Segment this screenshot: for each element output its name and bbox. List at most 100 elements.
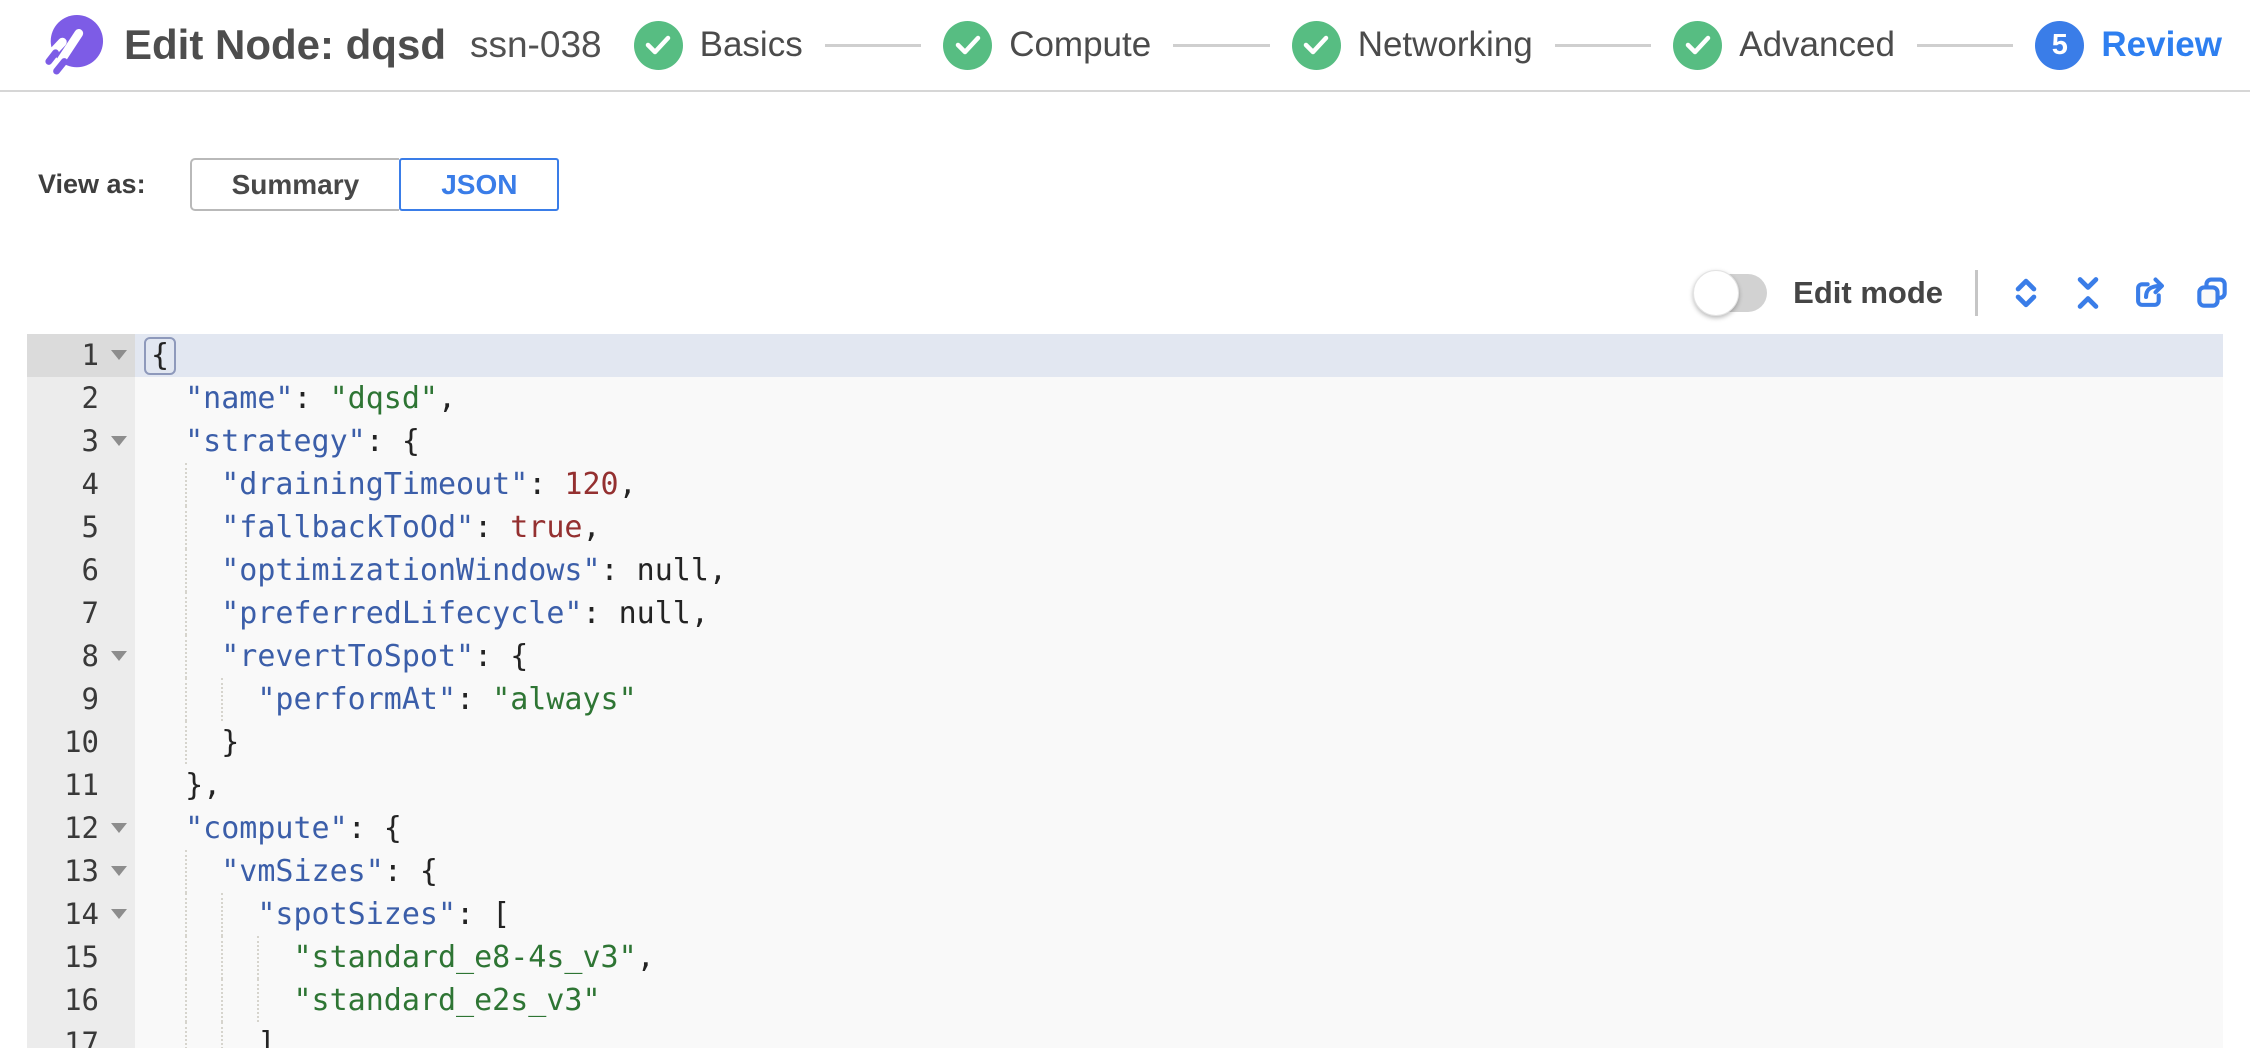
code-line[interactable]: },: [135, 764, 2223, 807]
indent-guide: [185, 506, 188, 549]
gutter-line-number[interactable]: 13: [27, 850, 135, 893]
gutter-line-number[interactable]: 4: [81, 467, 99, 501]
code-token: "spotSizes": [257, 897, 457, 932]
step-number: 5: [2035, 20, 2085, 70]
gutter-line-number[interactable]: 8: [27, 635, 135, 678]
wizard-step-networking[interactable]: Networking: [1291, 20, 1533, 70]
collapse-all-icon[interactable]: [2068, 273, 2108, 313]
export-icon[interactable]: [2130, 273, 2170, 313]
expand-all-icon[interactable]: [2006, 273, 2046, 313]
gutter-line-number[interactable]: 9: [81, 682, 99, 716]
code-token: "performAt": [257, 682, 457, 717]
fold-arrow-icon[interactable]: [111, 866, 127, 876]
code-token: ],: [257, 1026, 294, 1048]
code-line[interactable]: "spotSizes": [: [135, 893, 2223, 936]
fold-arrow-icon[interactable]: [111, 651, 127, 661]
indent-guide: [257, 936, 260, 979]
step-connector: [824, 43, 922, 47]
wizard-step-basics[interactable]: Basics: [633, 20, 803, 70]
code-token: ,: [582, 510, 601, 545]
gutter-line-number[interactable]: 3: [27, 420, 135, 463]
gutter-line-number[interactable]: 11: [64, 768, 99, 802]
code-line[interactable]: "strategy": {: [135, 420, 2223, 463]
code-line[interactable]: "performAt": "always": [135, 678, 2223, 721]
step-connector: [1554, 43, 1652, 47]
step-label: Review: [2101, 25, 2222, 64]
code-token: :: [528, 467, 565, 502]
gutter-line-number[interactable]: 16: [64, 983, 99, 1017]
code-token: ,: [690, 596, 709, 631]
code-line[interactable]: "compute": {: [135, 807, 2223, 850]
wizard-step-compute[interactable]: Compute: [943, 20, 1152, 70]
code-token: null: [636, 553, 709, 588]
fold-arrow-icon[interactable]: [111, 436, 127, 446]
code-token: :: [293, 381, 330, 416]
code-token: :: [600, 553, 637, 588]
code-token: : {: [365, 424, 420, 459]
code-line[interactable]: "vmSizes": {: [135, 850, 2223, 893]
toolbar-icons: [2006, 273, 2232, 313]
code-line[interactable]: "fallbackToOd": true,: [135, 506, 2223, 549]
gutter-line-number[interactable]: 1: [27, 334, 135, 377]
code-line[interactable]: {: [135, 334, 2223, 377]
gutter-line-number[interactable]: 12: [27, 807, 135, 850]
step-label: Basics: [699, 25, 803, 64]
code-line[interactable]: "name": "dqsd",: [135, 377, 2223, 420]
check-icon: [633, 20, 683, 70]
code-line[interactable]: "drainingTimeout": 120,: [135, 463, 2223, 506]
indent-guide: [221, 936, 224, 979]
indent-guide: [257, 979, 260, 1022]
code-line[interactable]: "revertToSpot": {: [135, 635, 2223, 678]
fold-arrow-icon[interactable]: [111, 350, 127, 360]
indent-guide: [185, 893, 188, 936]
code-token: :: [456, 682, 493, 717]
indent-guide: [185, 721, 188, 764]
code-token: true: [510, 510, 583, 545]
code-token: "vmSizes": [221, 854, 384, 889]
edit-mode-toggle[interactable]: [1693, 270, 1768, 316]
code-line[interactable]: ],: [135, 1022, 2223, 1048]
fold-arrow-icon[interactable]: [111, 909, 127, 919]
view-as-label: View as:: [38, 169, 146, 199]
fold-arrow-icon[interactable]: [111, 823, 127, 833]
code-line[interactable]: "standard_e8-4s_v3",: [135, 936, 2223, 979]
code-token: "compute": [185, 811, 348, 846]
code-line[interactable]: "standard_e2s_v3": [135, 979, 2223, 1022]
wizard-step-review[interactable]: 5 Review: [2035, 20, 2222, 70]
indent-guide: [185, 678, 188, 721]
copy-icon[interactable]: [2192, 273, 2232, 313]
code-token: "always": [492, 682, 637, 717]
node-id: ssn-038: [469, 24, 602, 65]
wizard-step-advanced[interactable]: Advanced: [1673, 20, 1895, 70]
code-token: ,: [636, 940, 655, 975]
step-label: Compute: [1009, 25, 1152, 64]
gutter-line-number[interactable]: 17: [64, 1026, 99, 1048]
code-token: ,: [618, 467, 637, 502]
code-token: "drainingTimeout": [221, 467, 529, 502]
code-token: null: [618, 596, 691, 631]
indent-guide: [185, 592, 188, 635]
code-token: :: [582, 596, 619, 631]
gutter-line-number[interactable]: 10: [64, 725, 99, 759]
code-line[interactable]: "optimizationWindows": null,: [135, 549, 2223, 592]
indent-guide: [185, 549, 188, 592]
indent-guide: [221, 1022, 224, 1048]
gutter-line-number[interactable]: 2: [81, 381, 99, 415]
code-token: }: [221, 725, 240, 760]
gutter-line-number[interactable]: 14: [27, 893, 135, 936]
code-line[interactable]: "preferredLifecycle": null,: [135, 592, 2223, 635]
code-token: "optimizationWindows": [221, 553, 601, 588]
check-icon: [1673, 20, 1723, 70]
view-as-option-summary[interactable]: Summary: [189, 158, 400, 211]
gutter-line-number[interactable]: 5: [81, 510, 99, 544]
view-as-option-json[interactable]: JSON: [399, 158, 560, 211]
code-token: "standard_e2s_v3": [293, 983, 601, 1018]
code-line[interactable]: }: [135, 721, 2223, 764]
leading-whitespace: [149, 1026, 257, 1048]
gutter-line-number[interactable]: 6: [81, 553, 99, 587]
gutter-line-number[interactable]: 7: [81, 596, 99, 630]
gutter-line-number[interactable]: 15: [64, 940, 99, 974]
code-token: "fallbackToOd": [221, 510, 475, 545]
